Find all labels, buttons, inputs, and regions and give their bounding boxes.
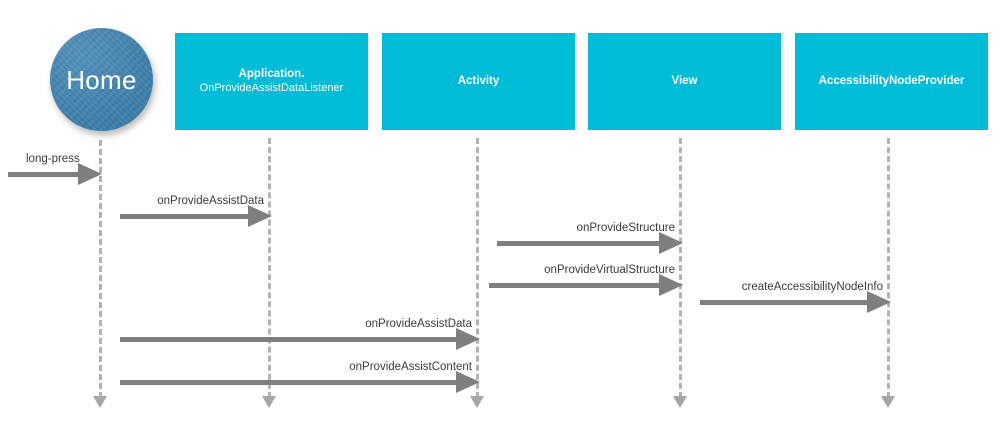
message-on-provide-assist-content-arrowhead-icon — [456, 371, 480, 393]
participant-application-label-main: Application. — [238, 68, 305, 81]
message-on-provide-assist-data-1-arrowhead-icon — [248, 205, 272, 227]
lifeline-accessibilitynodeprovider — [887, 138, 890, 398]
participant-accessibilitynodeprovider: AccessibilityNodeProvider — [795, 33, 988, 130]
lifeline-view — [679, 138, 682, 398]
participant-application: Application.OnProvideAssistDataListener — [175, 33, 368, 130]
message-on-provide-virtual-structure-line — [489, 283, 659, 288]
message-on-provide-assist-content-line — [120, 380, 456, 385]
lifeline-home — [99, 140, 102, 398]
participant-application-label: Application.OnProvideAssistDataListener — [200, 67, 344, 95]
lifeline-view-arrow-icon — [673, 396, 687, 408]
actor-home: Home — [50, 28, 153, 131]
lifeline-activity-arrow-icon — [470, 396, 484, 408]
lifeline-accessibilitynodeprovider-arrow-icon — [881, 396, 895, 408]
message-create-accessibility-node-info-line — [700, 300, 867, 305]
message-on-provide-assist-data-1-label: onProvideAssistData — [157, 194, 264, 207]
message-long-press-label: long-press — [26, 152, 80, 165]
message-on-provide-structure-label: onProvideStructure — [576, 221, 675, 234]
message-on-provide-assist-data-2-arrowhead-icon — [456, 328, 480, 350]
actor-home-label: Home — [66, 64, 137, 95]
message-on-provide-assist-data-2-label: onProvideAssistData — [365, 317, 472, 330]
message-on-provide-virtual-structure-arrowhead-icon — [659, 274, 683, 296]
lifeline-application — [268, 138, 271, 398]
message-on-provide-assist-data-1-line — [120, 214, 248, 219]
message-create-accessibility-node-info-arrowhead-icon — [867, 291, 891, 313]
message-on-provide-structure-arrowhead-icon — [659, 232, 683, 254]
message-long-press-arrowhead-icon — [78, 163, 102, 185]
lifeline-home-arrow-icon — [93, 396, 107, 408]
participant-activity-label: Activity — [457, 75, 500, 88]
participant-view: View — [588, 33, 781, 130]
lifeline-activity — [476, 138, 479, 398]
message-on-provide-structure-line — [497, 241, 659, 246]
message-create-accessibility-node-info-label: createAccessibilityNodeInfo — [741, 280, 883, 293]
participant-activity: Activity — [382, 33, 575, 130]
participant-application-label-sub: OnProvideAssistDataListener — [199, 81, 344, 94]
lifeline-application-arrow-icon — [262, 396, 276, 408]
participant-view-label: View — [671, 75, 698, 88]
participant-accessibilitynodeprovider-label: AccessibilityNodeProvider — [818, 75, 965, 88]
message-on-provide-assist-content-label: onProvideAssistContent — [349, 360, 472, 373]
message-long-press-line — [8, 172, 78, 177]
message-on-provide-assist-data-2-line — [120, 337, 456, 342]
message-on-provide-virtual-structure-label: onProvideVirtualStructure — [544, 263, 675, 276]
